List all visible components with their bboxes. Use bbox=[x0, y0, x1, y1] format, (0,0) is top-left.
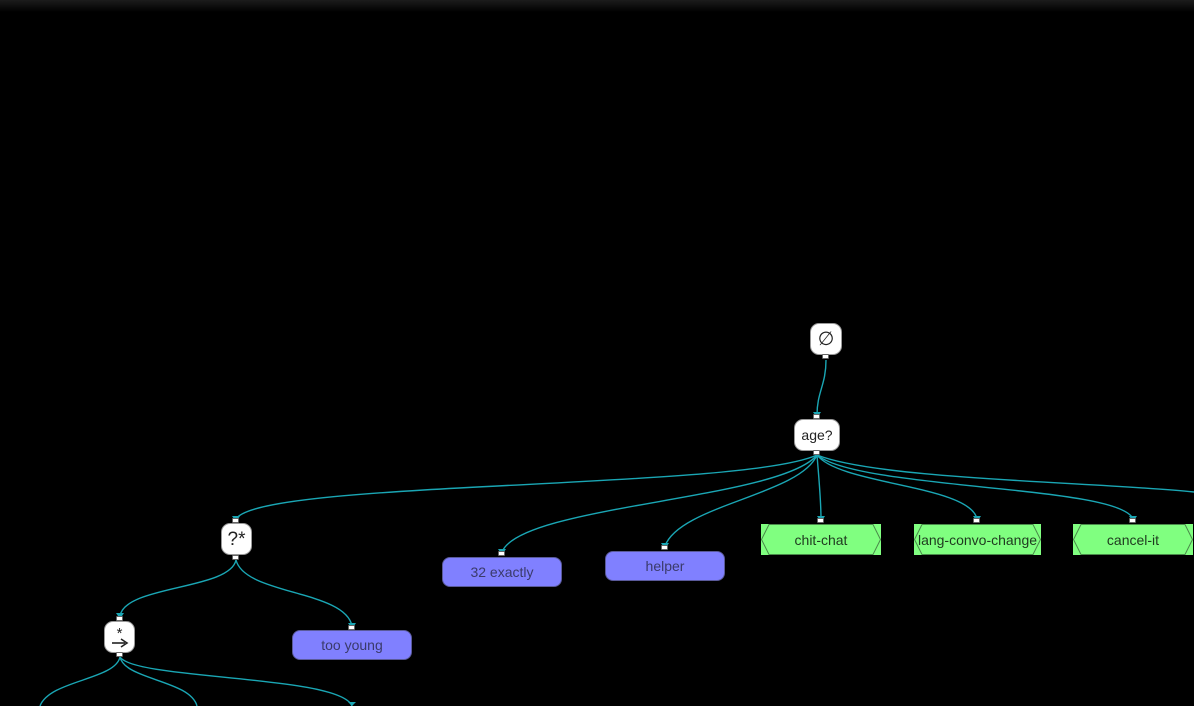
chit-chat-hexagon-shape bbox=[761, 524, 881, 555]
edge-age-offscreen-right bbox=[816, 454, 1194, 493]
32-exactly-node[interactable]: 32 exactly bbox=[442, 557, 562, 587]
root-output-port[interactable] bbox=[822, 354, 829, 359]
wildcard-output-port[interactable] bbox=[232, 555, 239, 560]
chit-chat-node[interactable]: chit-chat bbox=[761, 524, 881, 555]
edge-wildcard-to-too-young bbox=[235, 559, 353, 627]
cancel-it-input-port[interactable] bbox=[1129, 518, 1136, 523]
age-input-port[interactable] bbox=[813, 414, 820, 419]
edge-age-to-32-exactly bbox=[501, 454, 818, 553]
edge-goto-offscreen-2 bbox=[119, 656, 198, 706]
age-node-label: age? bbox=[801, 427, 833, 443]
cancel-it-hexagon-shape bbox=[1073, 524, 1193, 555]
wildcard-input-port[interactable] bbox=[232, 518, 239, 523]
too-young-input-port[interactable] bbox=[348, 625, 355, 630]
lang-convo-change-node[interactable]: lang-convo-change bbox=[914, 524, 1041, 555]
lang-convo-change-hexagon-shape bbox=[914, 524, 1041, 555]
goto-node[interactable]: * bbox=[104, 621, 135, 653]
goto-input-port[interactable] bbox=[116, 616, 123, 621]
helper-label: helper bbox=[645, 558, 685, 574]
age-output-port[interactable] bbox=[813, 450, 820, 455]
lang-convo-change-input-port[interactable] bbox=[973, 518, 980, 523]
edge-age-to-chit-chat bbox=[816, 454, 822, 520]
top-edge-shadow bbox=[0, 0, 1194, 12]
edge-wildcard-to-goto bbox=[119, 559, 237, 617]
right-arrow-icon bbox=[111, 637, 128, 648]
too-young-label: too young bbox=[321, 637, 383, 653]
wildcard-label: ?* bbox=[227, 528, 246, 550]
edge-age-to-helper bbox=[664, 454, 818, 547]
helper-input-port[interactable] bbox=[661, 545, 668, 550]
age-node[interactable]: age? bbox=[794, 419, 840, 451]
32-exactly-label: 32 exactly bbox=[470, 564, 534, 580]
too-young-node[interactable]: too young bbox=[292, 630, 412, 660]
edge-age-to-cancel-it bbox=[816, 454, 1134, 520]
edge-goto-offscreen-1 bbox=[39, 656, 121, 706]
arrowhead-offscreen-3 bbox=[348, 702, 356, 706]
empty-set-icon: ∅ bbox=[817, 328, 835, 350]
wildcard-node[interactable]: ?* bbox=[221, 523, 252, 555]
edge-goto-offscreen-3 bbox=[119, 656, 353, 706]
edge-age-to-wildcard bbox=[235, 454, 818, 520]
goto-output-port[interactable] bbox=[116, 652, 123, 657]
chit-chat-input-port[interactable] bbox=[817, 518, 824, 523]
edge-root-to-age bbox=[816, 359, 827, 416]
exactly-input-port[interactable] bbox=[498, 551, 505, 556]
cancel-it-node[interactable]: cancel-it bbox=[1073, 524, 1193, 555]
edge-age-to-lang-convo-change bbox=[816, 454, 978, 520]
root-node[interactable]: ∅ bbox=[810, 323, 842, 355]
helper-node[interactable]: helper bbox=[605, 551, 725, 581]
goto-star-symbol: * bbox=[116, 624, 123, 642]
